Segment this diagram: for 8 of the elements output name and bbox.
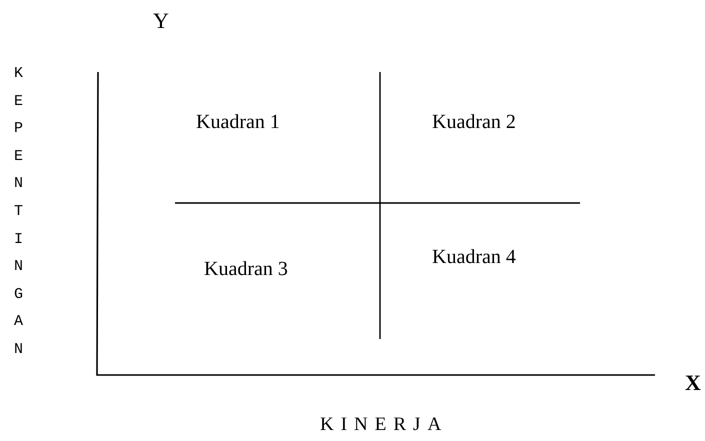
axis-title: KINERJA (320, 414, 448, 436)
quadrant-label: Kuadran 3 (204, 258, 288, 281)
axis-label: X (685, 370, 701, 396)
axis-label: Y (153, 8, 169, 34)
axis-title: KEPENTINGAN (12, 64, 24, 360)
quadrant-label: Kuadran 2 (432, 111, 516, 134)
quadrant-label: Kuadran 4 (432, 246, 516, 269)
quadrant-label: Kuadran 1 (196, 111, 280, 134)
